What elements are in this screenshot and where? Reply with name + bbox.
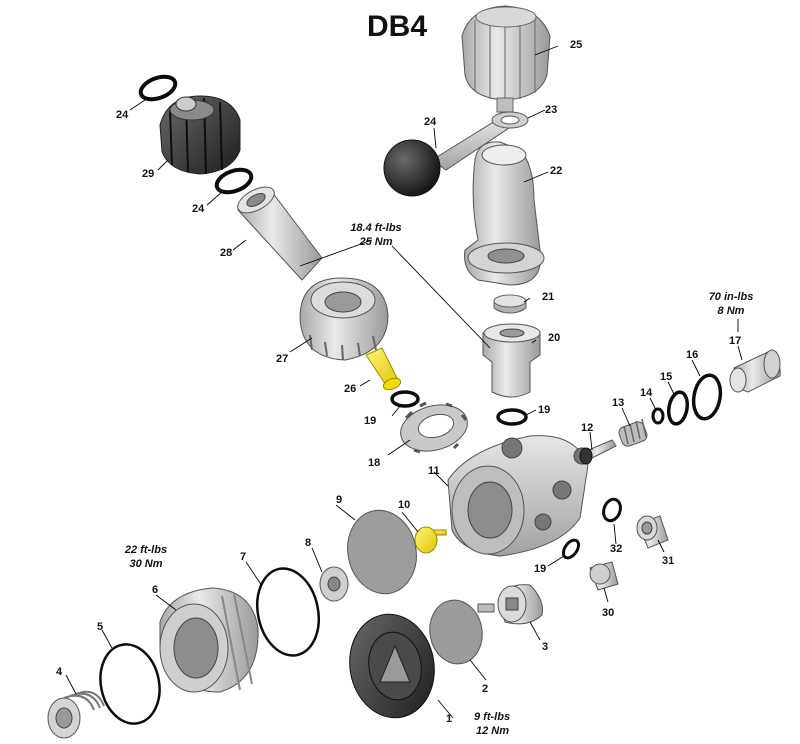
torque-6-metric: 30 Nm [129,558,162,570]
part-13-bushing [618,418,648,447]
part-20-bonnet [482,323,541,398]
part-29-dark-cap [159,95,241,175]
part-7-o-ring [256,567,320,657]
torque-6-imperial: 22 ft-lbs [124,544,167,556]
torque-28-imperial: 18.4 ft-lbs [350,222,401,234]
part-2-disc [429,599,495,665]
label-28: 28 [220,247,232,259]
label-6: 6 [152,584,158,596]
label-23: 23 [545,104,557,116]
part-5-o-ring [99,643,161,725]
label-19-a: 19 [364,415,376,427]
torque-17-metric: 8 Nm [718,305,745,317]
part-24-o-ring-a [138,74,178,102]
label-4: 4 [56,666,63,678]
part-23-handle-arm [431,111,529,171]
label-5: 5 [97,621,103,633]
part-18-lock-ring [400,401,468,454]
label-9: 9 [336,494,342,506]
label-29: 29 [142,168,154,180]
part-28-stem [237,186,323,281]
torque-28-metric: 25 Nm [358,236,392,248]
label-22: 22 [550,165,562,177]
label-19-b: 19 [538,404,550,416]
label-14: 14 [640,387,653,399]
label-32: 32 [610,543,622,555]
torque-1-imperial: 9 ft-lbs [474,711,510,723]
part-22-yoke [464,141,545,286]
label-16: 16 [686,349,698,361]
label-24-handle: 24 [424,116,437,128]
part-30-plug [589,561,619,591]
label-25: 25 [570,39,582,51]
part-32-o-ring [602,497,622,523]
label-7: 7 [240,551,246,563]
part-19-o-ring-b [496,408,528,426]
part-21-seat-disc [493,294,527,314]
part-4-spring [47,690,105,739]
part-25-knob [461,5,551,113]
part-24-ball [383,139,441,197]
label-18: 18 [368,457,380,469]
label-17: 17 [729,335,741,347]
part-17-fitting [729,349,781,393]
label-24-ring-a: 24 [116,109,129,121]
label-15: 15 [660,371,672,383]
part-8-washer [319,566,349,602]
label-13: 13 [612,397,624,409]
part-27-nut [299,277,389,361]
label-31: 31 [662,555,674,567]
part-31-fitting [636,515,669,549]
part-15-o-ring [666,390,690,426]
label-1: 1 [446,713,452,725]
part-3-bushing [497,584,543,625]
part-19-o-ring-a [390,390,420,408]
torque-1-metric: 12 Nm [476,725,509,737]
label-8: 8 [305,537,311,549]
label-20: 20 [548,332,560,344]
torque-specs: 18.4 ft-lbs 25 Nm 70 in-lbs 8 Nm 22 ft-l… [124,222,753,737]
label-10: 10 [398,499,410,511]
label-24-ring-b: 24 [192,203,205,215]
part-6-retainer [159,587,259,693]
label-19-c: 19 [534,563,546,575]
label-30: 30 [602,607,614,619]
torque-17-imperial: 70 in-lbs [709,291,754,303]
part-16-o-ring [691,373,723,421]
part-1-dark-cap [349,613,435,719]
part-19-o-ring-c [561,538,581,560]
part-24-o-ring-b [214,167,254,195]
label-12: 12 [581,422,593,434]
leader-lines [65,45,743,719]
part-10-yellow-button [414,526,447,554]
label-2: 2 [482,683,488,695]
part-12-screw [579,439,617,465]
part-14-o-ring [651,407,665,425]
part-11-body [447,435,591,557]
label-3: 3 [542,641,548,653]
part-labels: 25 23 24 22 21 20 19 19 18 11 12 13 14 1… [56,39,741,725]
label-26: 26 [344,383,356,395]
part-26-yellow-pin [365,347,402,391]
diagram-title: DB4 [367,10,427,43]
label-27: 27 [276,353,288,365]
label-11: 11 [428,465,440,477]
label-21: 21 [542,291,554,303]
